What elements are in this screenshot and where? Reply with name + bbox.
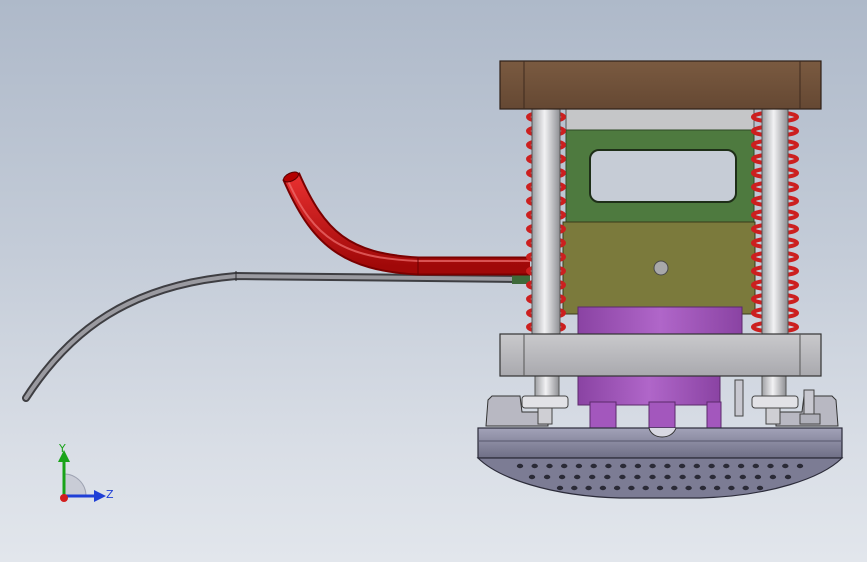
disc-hole (708, 463, 715, 469)
triad-plane-icon (63, 473, 87, 497)
guide-rods[interactable] (531, 104, 789, 401)
disc-hole (649, 474, 656, 480)
disc-hole (561, 463, 568, 469)
disc-hole (693, 463, 700, 469)
z-arrow-icon (94, 490, 106, 502)
base-clamps[interactable] (485, 379, 839, 427)
disc-hole (724, 474, 731, 480)
disc-hole (589, 474, 596, 480)
disc-hole (543, 474, 551, 480)
disc-hole (713, 485, 721, 491)
z-axis-label: Z (106, 488, 114, 501)
disc-hole (664, 474, 671, 480)
purple-piston[interactable] (577, 306, 743, 429)
disc-hole (620, 463, 627, 469)
coordinate-triad: Y Z (40, 436, 130, 516)
disc-hole (574, 474, 581, 480)
disc-hole (628, 485, 635, 491)
disc-hole (737, 463, 745, 469)
disc-hole (784, 474, 792, 480)
y-arrow-icon (58, 450, 70, 462)
disc-hole (599, 485, 607, 491)
perforated-disc[interactable] (476, 427, 844, 499)
disc-hole (694, 474, 701, 480)
disc-hole (782, 463, 789, 469)
disc-hole (528, 474, 536, 480)
disc-hole (605, 463, 612, 469)
disc-hole (796, 463, 804, 469)
disc-hole (546, 463, 553, 469)
disc-hole (619, 474, 626, 480)
disc-hole (709, 474, 716, 480)
disc-hole (575, 463, 583, 469)
disc-hole (604, 474, 611, 480)
disc-hole (531, 463, 538, 469)
upper-block[interactable] (565, 107, 755, 133)
disc-hole (671, 485, 678, 491)
disc-hole (754, 474, 762, 480)
disc-hole (742, 485, 749, 491)
disc-hole (679, 474, 686, 480)
red-hose[interactable] (282, 170, 530, 276)
disc-hole (558, 474, 566, 480)
lower-plate[interactable] (499, 333, 822, 377)
disc-hole (678, 463, 686, 469)
disc-hole (728, 485, 735, 491)
disc-hole (649, 463, 656, 469)
x-axis-icon (60, 494, 68, 502)
disc-hole (723, 463, 730, 469)
disc-hole (571, 485, 578, 491)
window-block[interactable] (565, 129, 755, 224)
grey-cable[interactable] (22, 271, 530, 402)
disc-hole (634, 463, 642, 469)
y-axis-label: Y (58, 442, 66, 455)
disc-hole (590, 463, 597, 469)
middle-block[interactable] (562, 221, 756, 315)
disc-hole (664, 463, 671, 469)
disc-hole (642, 485, 649, 491)
disc-hole (656, 485, 664, 491)
disc-hole (767, 463, 774, 469)
disc-hole (685, 485, 692, 491)
top-plate[interactable] (499, 60, 822, 110)
disc-hole (756, 485, 764, 491)
disc-hole (752, 463, 759, 469)
disc-hole (556, 485, 564, 491)
disc-hole (585, 485, 592, 491)
disc-hole (739, 474, 746, 480)
disc-hole (769, 474, 777, 480)
disc-hole (634, 474, 641, 480)
disc-hole (516, 463, 524, 469)
disc-hole (613, 485, 621, 491)
disc-hole (699, 485, 707, 491)
